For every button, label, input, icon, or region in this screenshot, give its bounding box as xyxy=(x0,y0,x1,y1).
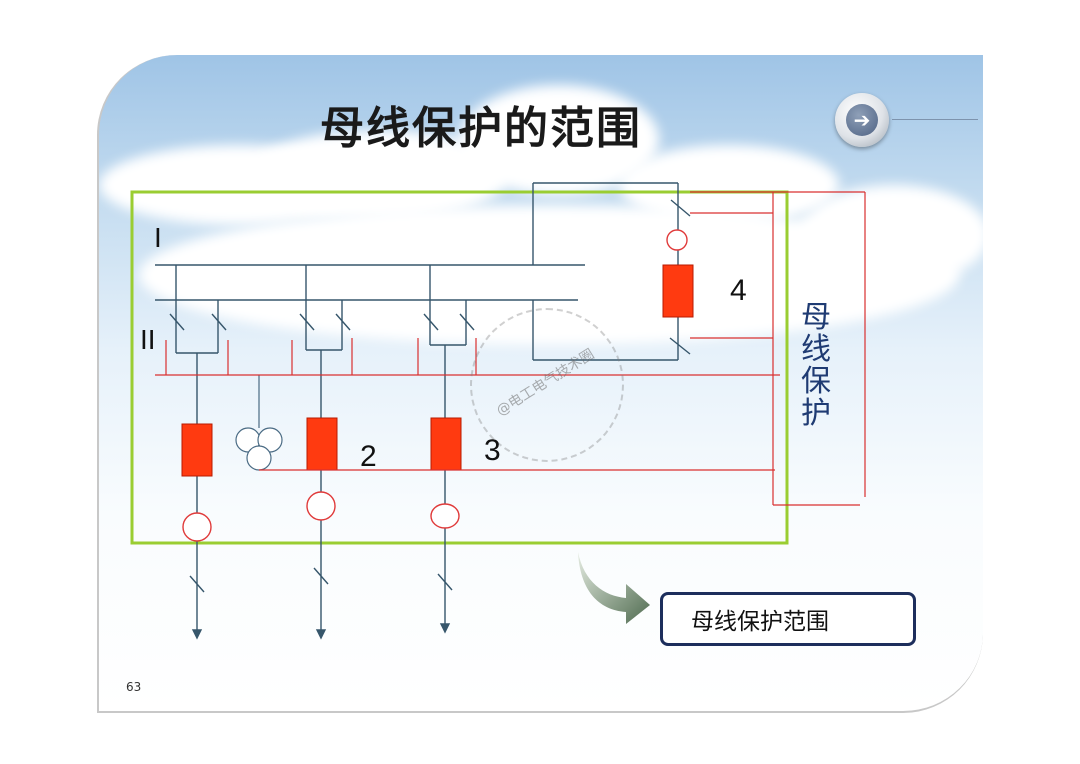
element-4-label: 4 xyxy=(730,274,747,307)
bay-1-disconnectors xyxy=(169,265,227,636)
protection-zone-boundary xyxy=(130,190,789,545)
protection-range-label-box: 母线保护范围 xyxy=(660,592,916,646)
slide-background xyxy=(97,55,983,713)
current-transformers xyxy=(182,229,688,542)
feeder-outlets xyxy=(189,567,453,640)
bus-protection-side-label: 母线保护 xyxy=(801,300,831,431)
slide-title: 母线保护的范围 xyxy=(320,103,642,154)
element-3-label: 3 xyxy=(484,434,501,467)
bus-I-label: I xyxy=(154,222,162,253)
voltage-transformer xyxy=(235,375,283,471)
watermark-seal xyxy=(470,308,624,462)
circuit-breaker-2 xyxy=(306,417,338,471)
ct-secondary-wiring xyxy=(155,191,866,506)
circuit-breaker-1 xyxy=(181,423,213,477)
next-slide-button[interactable]: ➔ xyxy=(835,93,889,147)
arrow-right-icon: ➔ xyxy=(846,104,878,136)
header-rule xyxy=(892,119,978,120)
page-number: 63 xyxy=(126,680,142,694)
legend-pointer-arrow xyxy=(578,552,650,624)
circuit-breaker-4 xyxy=(662,264,694,318)
circuit-breaker-3 xyxy=(430,417,462,471)
element-2-label: 2 xyxy=(360,440,377,473)
bus-II-label: II xyxy=(140,324,156,355)
